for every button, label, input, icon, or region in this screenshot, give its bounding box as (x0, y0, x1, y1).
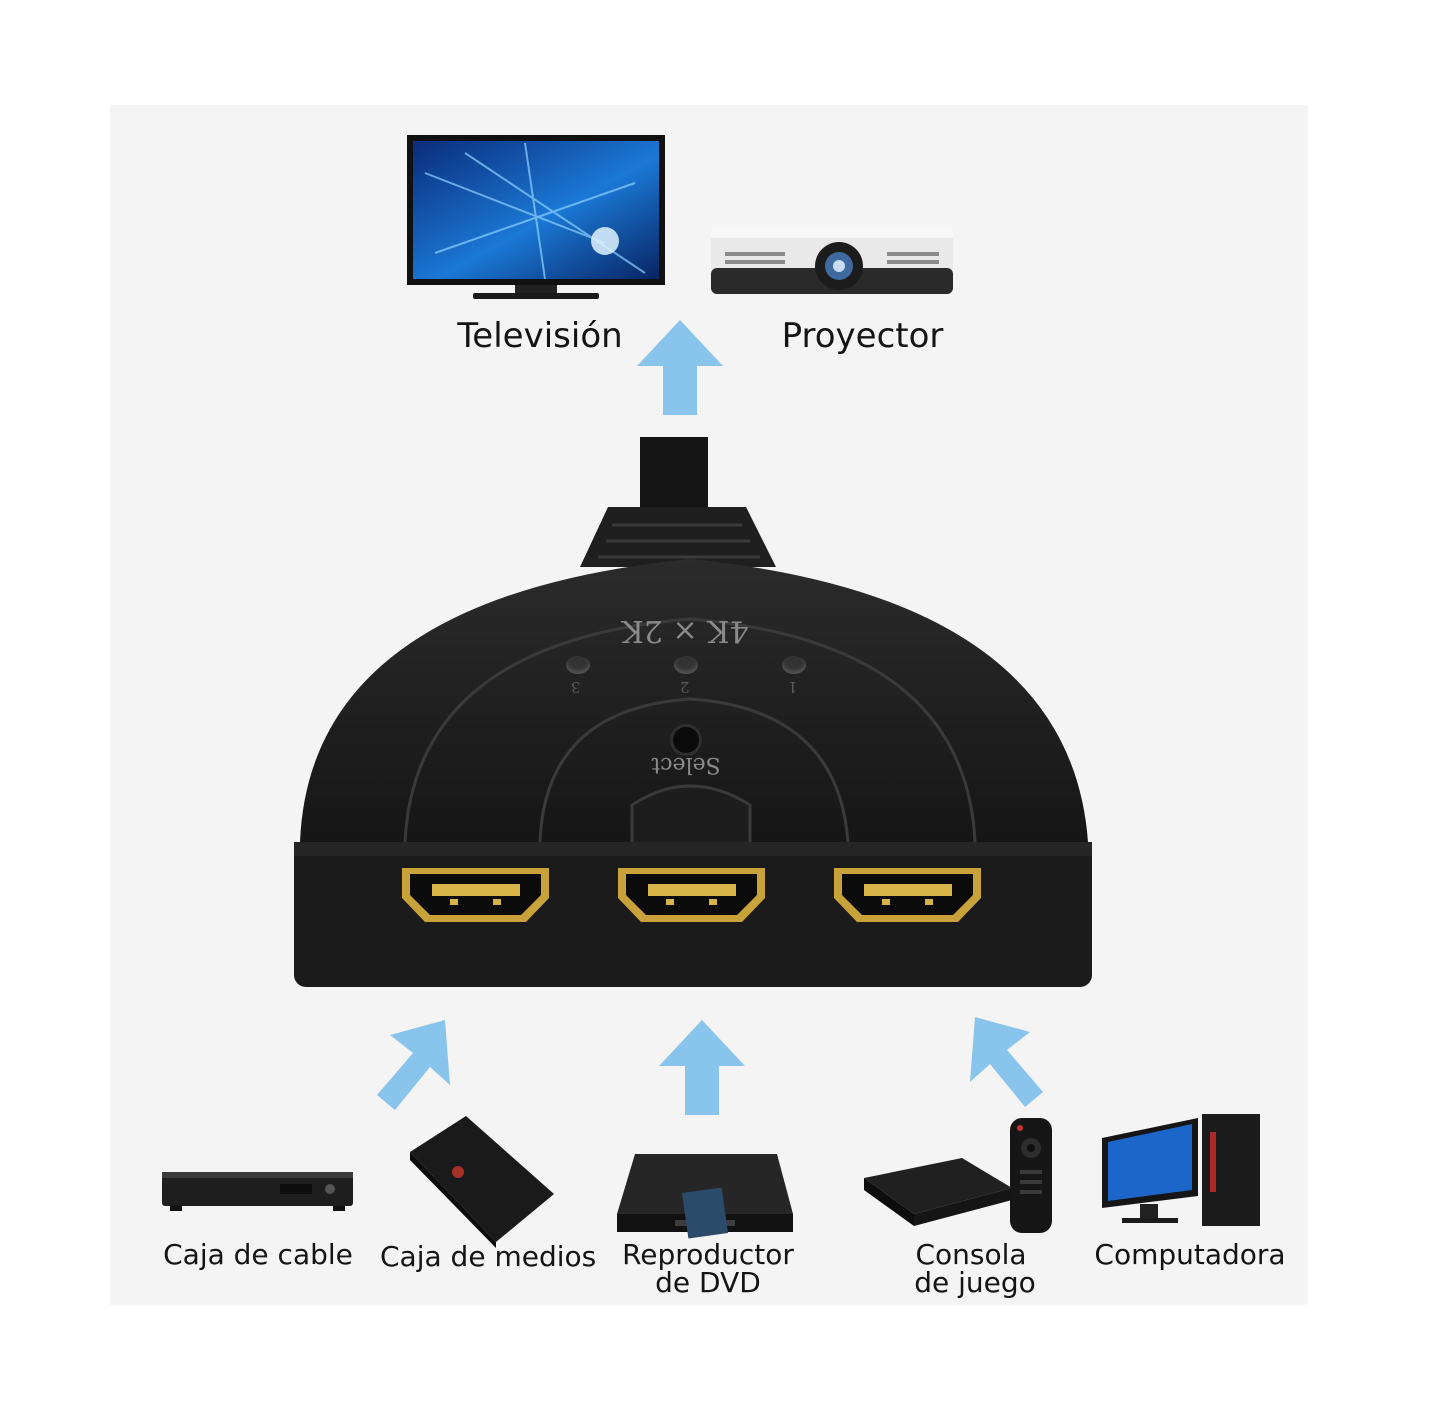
led-label-3: 3 (571, 678, 581, 696)
tv-label: Televisión (450, 318, 630, 354)
select-label: Select (636, 752, 736, 777)
arrow-shape (637, 320, 723, 415)
input-arrow-right (960, 1012, 1055, 1112)
input-label-computer: Computadora (1090, 1240, 1290, 1270)
dvd-player-icon (615, 1150, 795, 1246)
media-box-icon (406, 1114, 558, 1253)
projector-icon (707, 218, 957, 310)
tv-icon (405, 133, 667, 307)
hdmi-port-2 (614, 864, 769, 930)
arrow-shape (377, 1020, 450, 1110)
select-button[interactable] (673, 727, 699, 753)
projector-label: Proyector (775, 318, 950, 354)
led-2 (674, 656, 698, 674)
input-arrow-left (365, 1015, 460, 1115)
input-label-cable-box: Caja de cable (160, 1240, 356, 1270)
resolution-text: 4K × 2K (610, 613, 760, 648)
cable-box-icon (160, 1168, 355, 1218)
game-console-icon (862, 1118, 1062, 1240)
arrow-shape (970, 1017, 1043, 1107)
led-3 (566, 656, 590, 674)
computer-icon (1100, 1112, 1265, 1236)
input-label-console-line2: de juego (885, 1268, 1065, 1298)
input-label-dvd-line2: de DVD (616, 1268, 800, 1298)
input-arrow-center (659, 1020, 745, 1115)
output-arrow (637, 320, 723, 415)
led-label-1: 1 (788, 678, 798, 696)
led-1 (782, 656, 806, 674)
hdmi-port-1 (398, 864, 553, 930)
hdmi-port-3 (830, 864, 985, 930)
input-label-media-box: Caja de medios (380, 1242, 592, 1272)
arrow-shape (659, 1020, 745, 1115)
led-label-2: 2 (680, 678, 690, 696)
